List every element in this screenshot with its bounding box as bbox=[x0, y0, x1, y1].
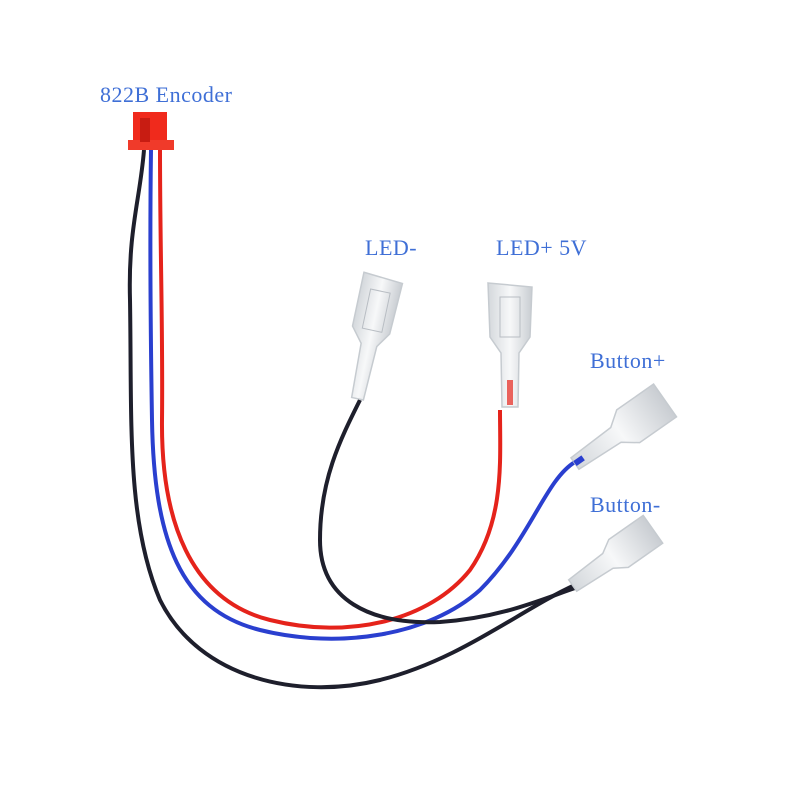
button-minus-terminal bbox=[567, 514, 664, 593]
encoder-connector bbox=[128, 112, 174, 150]
led-plus-terminal bbox=[487, 282, 533, 408]
led-plus-label: LED+ 5V bbox=[496, 235, 588, 260]
red-wire-led-plus bbox=[158, 149, 503, 630]
black-wire-button-minus-main bbox=[127, 149, 576, 690]
button-plus-label: Button+ bbox=[590, 348, 666, 373]
led-minus-terminal bbox=[350, 271, 404, 401]
encoder-label: 822B Encoder bbox=[100, 82, 233, 107]
button-plus-terminal bbox=[569, 383, 678, 471]
black-wire-led-minus bbox=[317, 399, 576, 625]
led-minus-label: LED- bbox=[365, 235, 418, 260]
blue-wire-button-plus bbox=[148, 149, 577, 641]
button-minus-label: Button- bbox=[590, 492, 661, 517]
